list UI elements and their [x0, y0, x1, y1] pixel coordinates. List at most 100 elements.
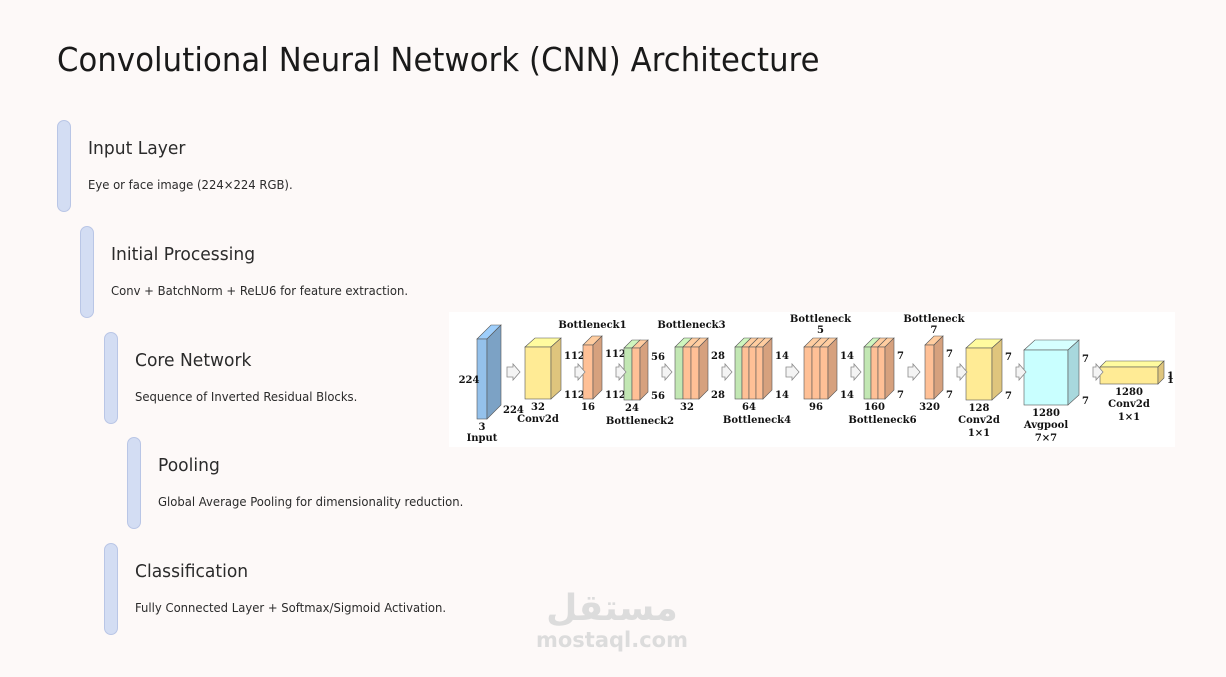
- width-label: 7: [1082, 396, 1089, 407]
- flow-arrow-icon: [956, 362, 968, 382]
- layer-slice-front: [877, 346, 886, 400]
- width-label: 7: [897, 390, 904, 401]
- height-label: 14: [775, 351, 789, 362]
- block-bottom-label-size: 1×1: [1118, 412, 1140, 423]
- layer-slice-front: [682, 346, 692, 400]
- flow-arrow-icon: [850, 362, 862, 382]
- layer-side-face: [550, 337, 562, 400]
- layer-slice-front: [1099, 366, 1159, 385]
- step-description: Fully Connected Layer + Softmax/Sigmoid …: [135, 600, 447, 615]
- layer-side-face: [592, 335, 603, 400]
- block-bottom-label: Bottleneck6: [848, 415, 916, 426]
- block-top-label: Bottleneck: [790, 314, 852, 325]
- block-top-label: Bottleneck3: [657, 320, 725, 331]
- step-accent-bar: [127, 437, 141, 529]
- height-label: 7: [946, 349, 953, 360]
- layer-side-face: [827, 337, 838, 400]
- width-label: 7: [1005, 391, 1012, 402]
- block-top-label: Bottleneck1: [558, 320, 626, 331]
- width-label: 14: [775, 390, 789, 401]
- height-label: 1: [1167, 371, 1174, 382]
- layer-slice-top: [1099, 360, 1165, 368]
- block-bottom-label: Conv2d: [517, 414, 559, 425]
- layer-slice-front: [811, 346, 821, 400]
- block-top-label-number: 7: [931, 325, 938, 336]
- height-label: 224: [459, 375, 480, 386]
- layer-side-face: [698, 337, 709, 400]
- flow-arrow-icon: [615, 362, 627, 382]
- height-label: 7: [1082, 354, 1089, 365]
- page-title: Convolutional Neural Network (CNN) Archi…: [57, 40, 820, 79]
- architecture-diagram-svg: 2242243Input11211232Conv2dBottleneck1112…: [459, 314, 1174, 444]
- block-bottom-label-size: 7×7: [1035, 433, 1057, 444]
- step-heading: Core Network: [135, 350, 252, 371]
- flow-arrow-icon: [1015, 362, 1027, 382]
- step-accent-bar: [104, 543, 118, 635]
- layer-side-face: [1067, 339, 1080, 406]
- step-description: Eye or face image (224×224 RGB).: [88, 177, 293, 192]
- step-heading: Input Layer: [88, 138, 186, 159]
- layer-side-face: [884, 337, 895, 400]
- block-bottom-label: Bottleneck4: [723, 415, 791, 426]
- block-top-label: Bottleneck: [903, 314, 965, 325]
- depth-label: 128: [969, 403, 990, 414]
- layer-side-face: [762, 337, 773, 400]
- block-bottom-label: Conv2d: [1108, 399, 1150, 410]
- depth-label: 1280: [1115, 387, 1143, 398]
- layer-slice-front: [623, 347, 633, 401]
- depth-label: 32: [531, 402, 545, 413]
- block-bottom-label: Bottleneck2: [606, 416, 674, 427]
- width-label: 14: [840, 390, 854, 401]
- layer-side-face: [1157, 360, 1165, 385]
- depth-label: 320: [919, 402, 940, 413]
- height-label: 56: [651, 352, 665, 363]
- layer-slice-front: [924, 344, 935, 400]
- width-label: 28: [711, 390, 725, 401]
- step-heading: Pooling: [158, 455, 220, 476]
- step-description: Conv + BatchNorm + ReLU6 for feature ext…: [111, 283, 409, 298]
- layer-slice-front: [863, 346, 872, 400]
- layer-slice-front: [524, 346, 552, 400]
- layer-slice-front: [734, 346, 743, 400]
- depth-label: 96: [809, 402, 823, 413]
- watermark-arabic: مستقل: [546, 588, 678, 629]
- step-heading: Classification: [135, 561, 249, 582]
- depth-label: 3: [479, 422, 486, 433]
- step-description: Global Average Pooling for dimensionalit…: [158, 494, 464, 509]
- height-label: 7: [897, 351, 904, 362]
- depth-label: 160: [864, 402, 885, 413]
- flow-arrow-icon: [721, 362, 733, 382]
- flow-arrow-icon: [661, 362, 673, 382]
- step-accent-bar: [104, 332, 118, 424]
- layer-side-face: [486, 324, 502, 420]
- depth-label: 24: [625, 403, 639, 414]
- layer-slice-front: [690, 346, 700, 400]
- width-label: 56: [651, 391, 665, 402]
- layer-slice-front: [803, 346, 813, 400]
- layer-slice-front: [631, 347, 641, 401]
- block-bottom-label: Conv2d: [958, 415, 1000, 426]
- step-accent-bar: [80, 226, 94, 318]
- height-label: 112: [605, 349, 626, 360]
- depth-label: 64: [742, 402, 756, 413]
- width-label: 112: [564, 390, 585, 401]
- layer-slice-front: [748, 346, 757, 400]
- layer-slice-front: [965, 347, 993, 401]
- flow-arrow-icon: [785, 362, 800, 382]
- flow-arrow-icon: [1092, 362, 1104, 382]
- block-bottom-label-size: 1×1: [968, 428, 990, 439]
- block-bottom-label: Input: [467, 433, 498, 444]
- width-label: 112: [605, 390, 626, 401]
- flow-arrow-icon: [574, 362, 586, 382]
- step-heading: Initial Processing: [111, 244, 256, 265]
- layer-slice-front: [1023, 349, 1069, 406]
- flow-arrow-icon: [907, 362, 921, 382]
- depth-label: 32: [680, 402, 694, 413]
- layer-side-face: [991, 338, 1003, 401]
- depth-label: 16: [581, 402, 595, 413]
- layer-slice-front: [674, 346, 684, 400]
- watermark: مستقل mostaql.com: [536, 588, 688, 653]
- height-label: 28: [711, 351, 725, 362]
- width-label: 224: [503, 405, 524, 416]
- height-label: 7: [1005, 352, 1012, 363]
